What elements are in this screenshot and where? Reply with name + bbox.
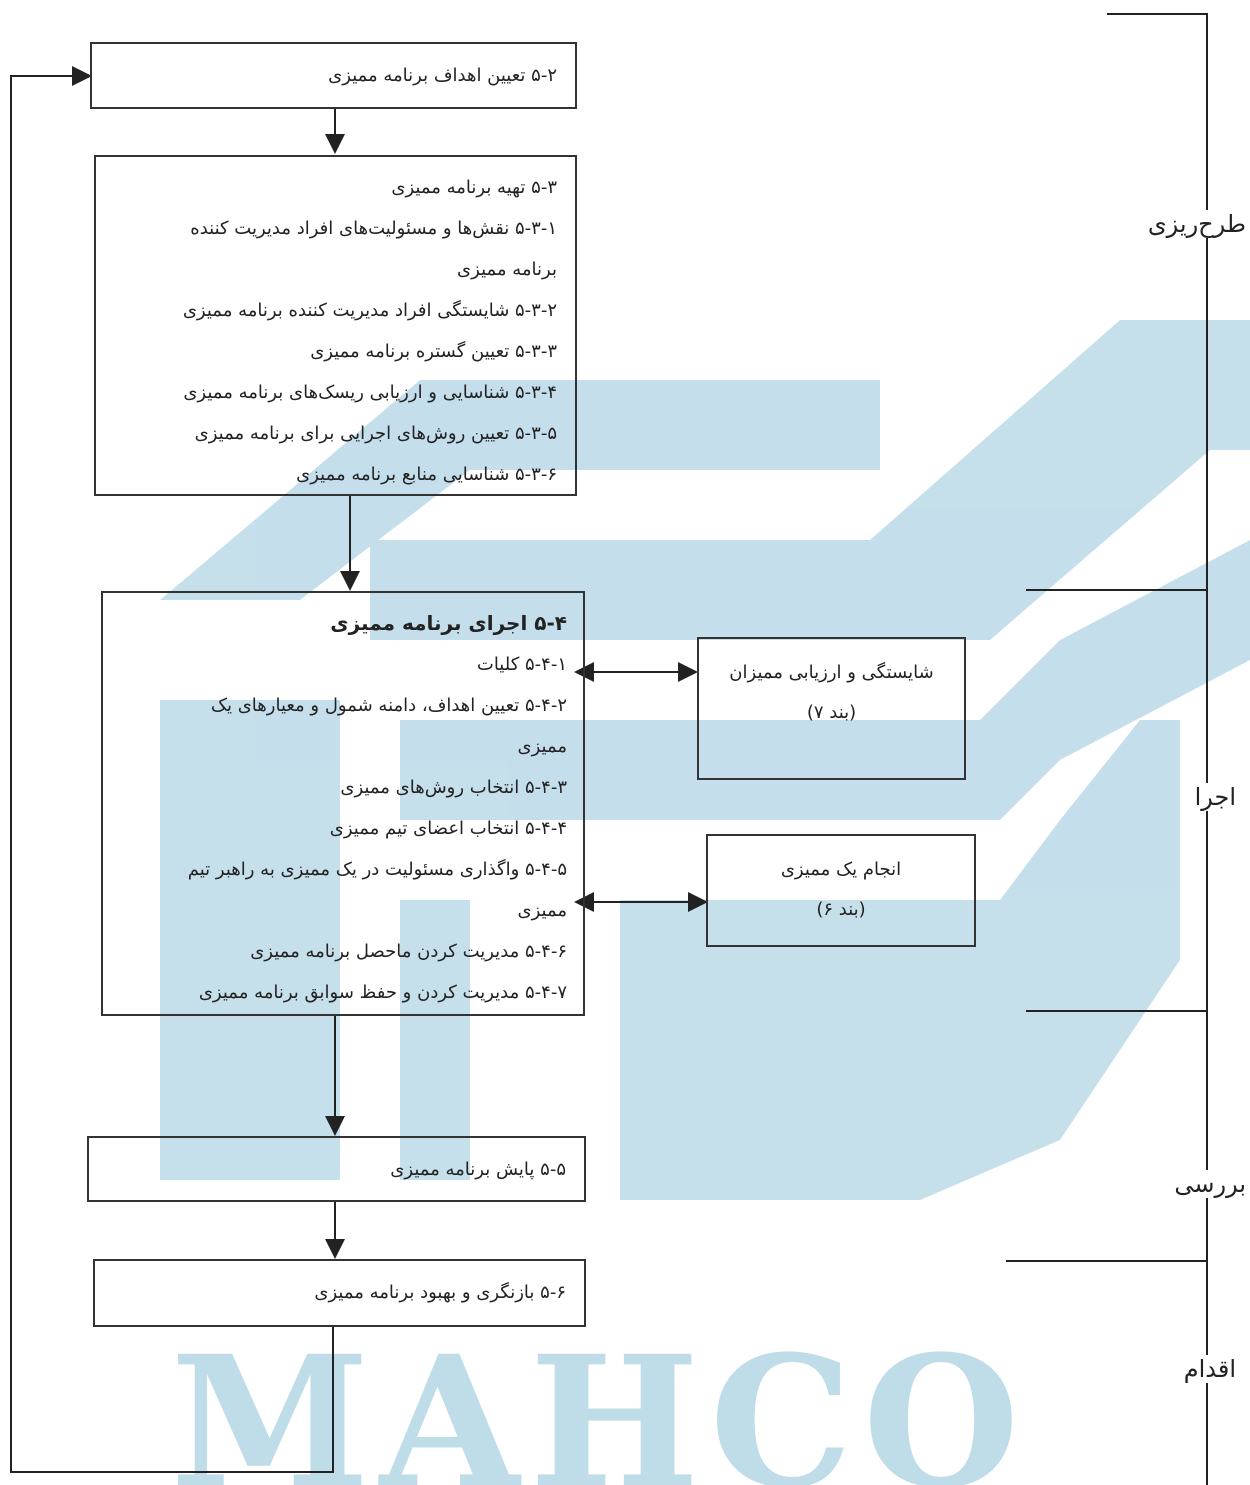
program-line: ۵-۳-۳ تعیین گستره برنامه ممیزی — [310, 341, 557, 362]
implement-box: ۵-۴ اجرای برنامه ممیزی ۵-۴-۱ کلیات ۵-۴-۲… — [101, 591, 585, 1016]
conduct-ref: (بند ۶) — [816, 899, 866, 920]
stage-label-plan: طرح‌ریزی — [1143, 210, 1250, 238]
stage-bracket-vertical — [1107, 13, 1208, 1485]
program-line: ۵-۳-۱ نقش‌ها و مسئولیت‌های افراد مدیریت … — [190, 218, 557, 239]
implement-line: ۵-۴-۳ انتخاب روش‌های ممیزی — [340, 777, 567, 798]
program-line: ۵-۳ تهیه برنامه ممیزی — [391, 177, 557, 198]
watermark-text: MAHCO — [170, 1317, 1029, 1485]
conduct-box: انجام یک ممیزی (بند ۶) — [706, 834, 976, 947]
implement-line: ۵-۴-۱ کلیات — [476, 654, 567, 675]
stage-label-check: بررسی — [1170, 1170, 1250, 1198]
feedback-loop-arrow — [10, 66, 334, 1473]
review-text: ۵-۶ بازنگری و بهبود برنامه ممیزی — [314, 1282, 566, 1303]
review-box: ۵-۶ بازنگری و بهبود برنامه ممیزی — [93, 1259, 586, 1327]
monitor-text: ۵-۵ پایش برنامه ممیزی — [390, 1159, 566, 1180]
program-box: ۵-۳ تهیه برنامه ممیزی ۵-۳-۱ نقش‌ها و مسئ… — [94, 155, 577, 496]
conduct-line: انجام یک ممیزی — [780, 859, 902, 880]
program-line: برنامه ممیزی — [457, 259, 557, 280]
implement-line: ۵-۴-۵ واگذاری مسئولیت در یک ممیزی به راه… — [187, 859, 567, 880]
watermark-shape-mid — [400, 540, 1250, 820]
objectives-box: ۵-۲ تعیین اهداف برنامه ممیزی — [90, 42, 577, 109]
program-line: ۵-۳-۶ شناسایی منابع برنامه ممیزی — [296, 464, 557, 485]
competence-box: شایستگی و ارزیابی ممیزان (بند ۷) — [697, 637, 966, 780]
watermark-shape-left — [160, 700, 340, 1180]
competence-ref: (بند ۷) — [806, 702, 857, 723]
watermark-shape-upper — [370, 320, 1250, 640]
competence-line: شایستگی و ارزیابی ممیزان — [729, 662, 934, 683]
watermark-shape-arc — [620, 720, 1180, 1200]
stage-label-do: اجرا — [1190, 783, 1240, 811]
implement-line: ۵-۴-۶ مدیریت کردن ماحصل برنامه ممیزی — [250, 941, 567, 962]
objectives-text: ۵-۲ تعیین اهداف برنامه ممیزی — [328, 65, 557, 86]
implement-line: ۵-۴-۲ تعیین اهداف، دامنه شمول و معیارهای… — [210, 695, 567, 716]
implement-line: ۵-۴-۷ مدیریت کردن و حفظ سوابق برنامه ممی… — [198, 982, 567, 1003]
implement-line: ممیزی — [517, 736, 568, 757]
monitor-box: ۵-۵ پایش برنامه ممیزی — [87, 1136, 586, 1202]
program-line: ۵-۳-۵ تعیین روش‌های اجرایی برای برنامه م… — [194, 423, 557, 444]
stage-label-act: اقدام — [1179, 1355, 1240, 1383]
watermark-shape-top — [160, 380, 880, 600]
implement-title: ۵-۴ اجرای برنامه ممیزی — [330, 611, 567, 635]
implement-line: ممیزی — [517, 900, 568, 921]
implement-line: ۵-۴-۴ انتخاب اعضای تیم ممیزی — [329, 818, 567, 839]
program-line: ۵-۳-۴ شناسایی و ارزیابی ریسک‌های برنامه … — [183, 382, 557, 403]
program-line: ۵-۳-۲ شایستگی افراد مدیریت کننده برنامه … — [182, 300, 557, 321]
watermark-shape-bar — [400, 900, 470, 1180]
